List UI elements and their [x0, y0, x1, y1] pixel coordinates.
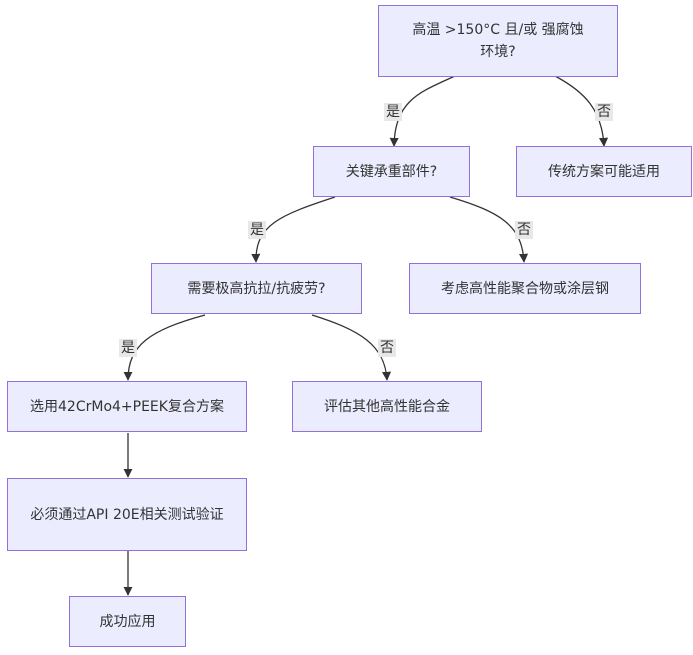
node-composite-option: 选用42CrMo4+PEEK复合方案	[7, 381, 247, 432]
edge-label-env-no: 否	[595, 103, 613, 121]
edge-key-to-strength	[251, 196, 336, 263]
edge-strength-to-combo	[123, 314, 206, 381]
edge-label-key-yes: 是	[248, 221, 266, 239]
edge-label-env-yes: 是	[384, 103, 402, 121]
node-key-load-question: 关键承重部件?	[313, 146, 470, 197]
edge-strength-to-alloy	[311, 314, 392, 381]
edge-label-strength-no: 否	[378, 339, 396, 357]
node-traditional-option: 传统方案可能适用	[516, 146, 692, 197]
edge-env-to-key	[389, 75, 456, 147]
node-strength-question: 需要极高抗拉/抗疲劳?	[151, 263, 362, 314]
edge-label-strength-yes: 是	[119, 339, 137, 357]
node-high-temp-question: 高温 >150°C 且/或 强腐蚀环境?	[378, 5, 618, 77]
node-alloy-option: 评估其他高性能合金	[292, 381, 482, 432]
edge-env-to-trad	[554, 75, 609, 147]
node-polymer-option: 考虑高性能聚合物或涂层钢	[409, 263, 641, 314]
node-verification-step: 必须通过API 20E相关测试验证	[7, 478, 247, 551]
edge-label-key-no: 否	[515, 221, 533, 239]
node-success: 成功应用	[69, 596, 186, 647]
edge-key-to-polymer	[449, 196, 529, 263]
